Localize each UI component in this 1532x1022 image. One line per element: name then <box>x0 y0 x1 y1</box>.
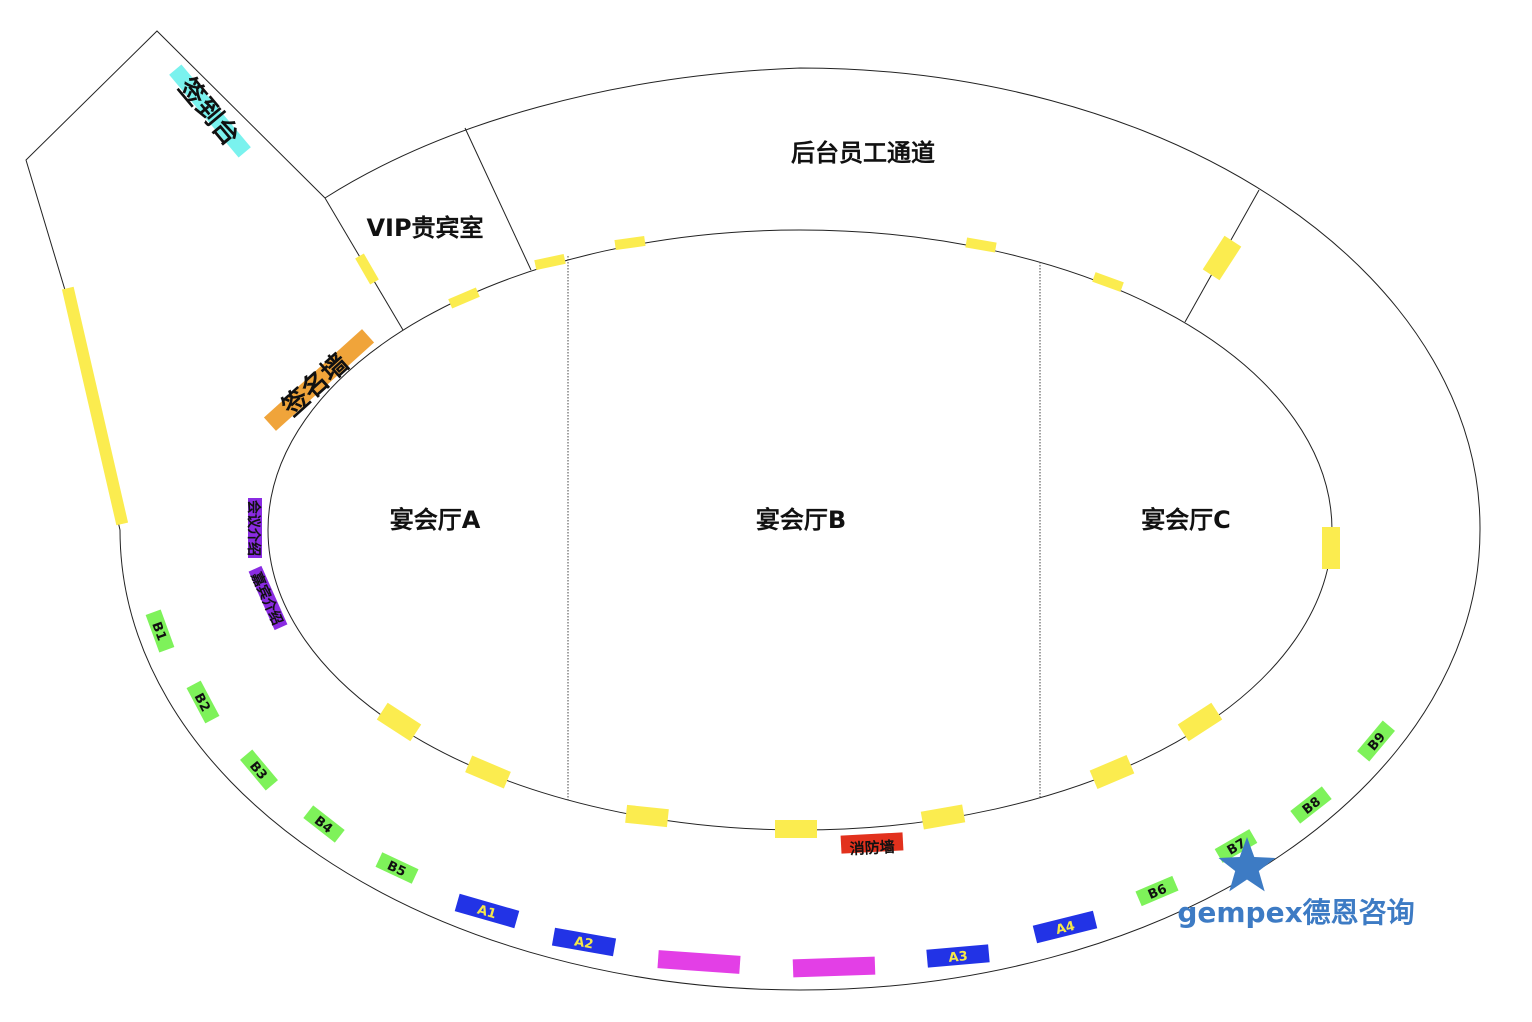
booth-b6: B6 <box>1135 875 1179 907</box>
signature-wall-bar <box>263 329 375 431</box>
signature-wall: 签名墙 <box>263 329 375 431</box>
booth-a3: A3 <box>926 944 990 968</box>
booth-b6-bar <box>1135 875 1179 907</box>
booth-b4-bar <box>303 805 345 843</box>
booth-b9: B9 <box>1357 720 1395 762</box>
booth-a3-bar <box>926 944 990 968</box>
booth-b9-bar <box>1357 720 1395 762</box>
check-in-label: 签到台 <box>172 72 246 152</box>
door <box>448 287 480 309</box>
door <box>1092 272 1124 292</box>
door <box>965 237 997 253</box>
hall-b-label: 宴会厅B <box>756 506 846 534</box>
conference-intro-board: 会议介绍 <box>245 498 262 558</box>
door <box>1202 235 1242 281</box>
booth-b4: B4 <box>303 805 345 843</box>
fire-wall: 消防墙 <box>840 832 904 858</box>
entry-area-outline <box>25 30 326 531</box>
booth-a1-bar <box>454 893 520 929</box>
booth-a1-label: A1 <box>475 903 498 923</box>
door <box>1089 754 1135 790</box>
booth-a1: A1 <box>454 893 520 929</box>
booth-b3-bar <box>240 749 278 791</box>
door <box>355 253 379 285</box>
magenta-stand-right <box>792 956 876 978</box>
hall-c-label: 宴会厅C <box>1141 506 1231 534</box>
booth-a2-bar <box>551 927 617 957</box>
door <box>61 286 129 526</box>
booth-b5-bar <box>375 852 419 884</box>
door <box>775 820 817 838</box>
door <box>376 702 422 742</box>
booth-b7-bar <box>1214 829 1258 863</box>
booth-b8: B8 <box>1290 786 1332 824</box>
door <box>920 804 966 830</box>
signature-wall-label: 签名墙 <box>276 348 355 423</box>
door <box>1177 702 1223 742</box>
star-icon <box>1218 837 1276 892</box>
booth-b5-label: B5 <box>385 859 409 881</box>
staff-corridor-label: 后台员工通道 <box>791 139 935 167</box>
door <box>614 235 646 251</box>
guest-intro-bar <box>248 565 288 631</box>
booth-a2-label: A2 <box>573 934 594 952</box>
door <box>625 804 669 828</box>
booth-b2-bar <box>186 680 220 724</box>
outer-corridor-outline <box>119 67 1481 991</box>
watermark-text: gempex德恩咨询 <box>1177 896 1414 929</box>
fire-wall-bar <box>840 832 904 854</box>
door <box>465 755 511 789</box>
conference-intro-label: 会议介绍 <box>245 500 262 556</box>
booth-b6-label: B6 <box>1146 882 1169 903</box>
vip-room-label: VIP贵宾室 <box>366 214 483 242</box>
booth-b8-bar <box>1290 786 1332 824</box>
booth-b2: B2 <box>186 680 220 724</box>
booth-b3: B3 <box>240 749 278 791</box>
doors <box>61 235 1340 838</box>
booth-a2: A2 <box>551 927 617 957</box>
conference-intro-bar <box>248 498 262 558</box>
booth-b1-label: B1 <box>148 620 169 643</box>
check-in-desk-bar <box>169 64 251 158</box>
fire-wall-label: 消防墙 <box>849 838 895 858</box>
check-in-desk: 签到台 <box>169 64 251 158</box>
booth-a4-label: A4 <box>1054 919 1076 938</box>
door <box>534 253 566 271</box>
hall-a-label: 宴会厅A <box>390 506 481 534</box>
booth-a4: A4 <box>1032 910 1098 944</box>
booth-a4-bar <box>1032 910 1098 944</box>
magenta-stand-left <box>657 950 741 974</box>
booth-b1-bar <box>145 609 175 653</box>
guest-intro-label: 嘉宾介绍 <box>247 569 286 628</box>
booth-b1: B1 <box>145 609 175 653</box>
booth-b5: B5 <box>375 852 419 884</box>
door <box>1322 527 1340 569</box>
vip-room-divider-right <box>464 127 532 271</box>
guest-intro-board: 嘉宾介绍 <box>247 565 288 631</box>
booth-a3-label: A3 <box>948 949 968 966</box>
